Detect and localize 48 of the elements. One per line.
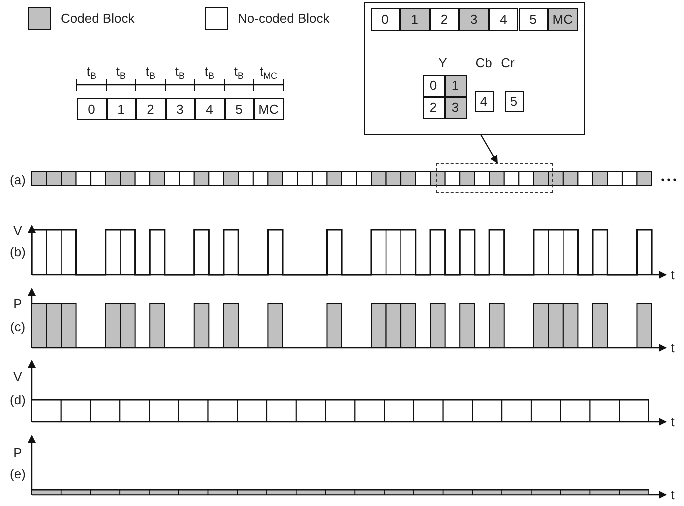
block-cell: MC [254,98,284,120]
block-cell: 1 [400,8,430,30]
block-cell: MC [548,8,578,30]
block-cell: 4 [488,8,518,30]
legend-text: No-coded Block [238,11,330,26]
block-cell: 2 [430,8,460,30]
time-label: t$_{MC}$ [260,65,278,81]
axis-label: V [14,224,22,238]
block-cell: 3 [459,8,489,30]
block-cell: 3 [444,96,466,118]
axis-label: P [14,446,22,460]
block-cell: 5 [224,98,254,120]
time-label: t$_{B}$ [146,65,156,81]
axis-label: t [671,268,675,282]
block-cell: 1 [106,98,136,120]
axis-label: V [14,370,22,384]
row-label: (e) [10,468,26,480]
row-label: (c) [10,320,26,334]
block-cell: 0 [370,8,400,30]
block-cell: 3 [166,98,195,120]
zoom-inset-panel [364,2,585,135]
block-cell: 2 [422,96,444,118]
block-cell: 4 [474,90,494,112]
component-label: Cb [476,56,492,70]
block-cell: 5 [504,90,524,112]
dashed-selection-box [436,163,553,193]
block-cell: 5 [518,8,548,30]
time-label: t$_{B}$ [234,65,244,81]
axis-label: t [671,488,675,502]
component-label: Y [438,56,448,70]
arrow [480,134,498,164]
block-cell: 4 [195,98,224,120]
row-label: (d) [10,394,26,406]
axis-label: t [671,342,675,354]
row-label: (a) [10,174,26,186]
block-cell: 1 [444,74,466,96]
block-cell: 0 [77,98,106,120]
axis-label: t [671,416,675,428]
row-label: (b) [10,246,26,258]
legend-text: Coded Block [61,11,135,26]
time-label: t$_{B}$ [116,65,126,81]
axis-label: P [14,298,22,310]
component-label: Cr [501,56,515,70]
time-label: t$_{B}$ [86,65,97,81]
time-label: t$_{B}$ [175,65,186,81]
time-label: t$_{B}$ [204,65,215,81]
block-cell: 0 [422,74,444,96]
block-cell: 2 [136,98,166,120]
